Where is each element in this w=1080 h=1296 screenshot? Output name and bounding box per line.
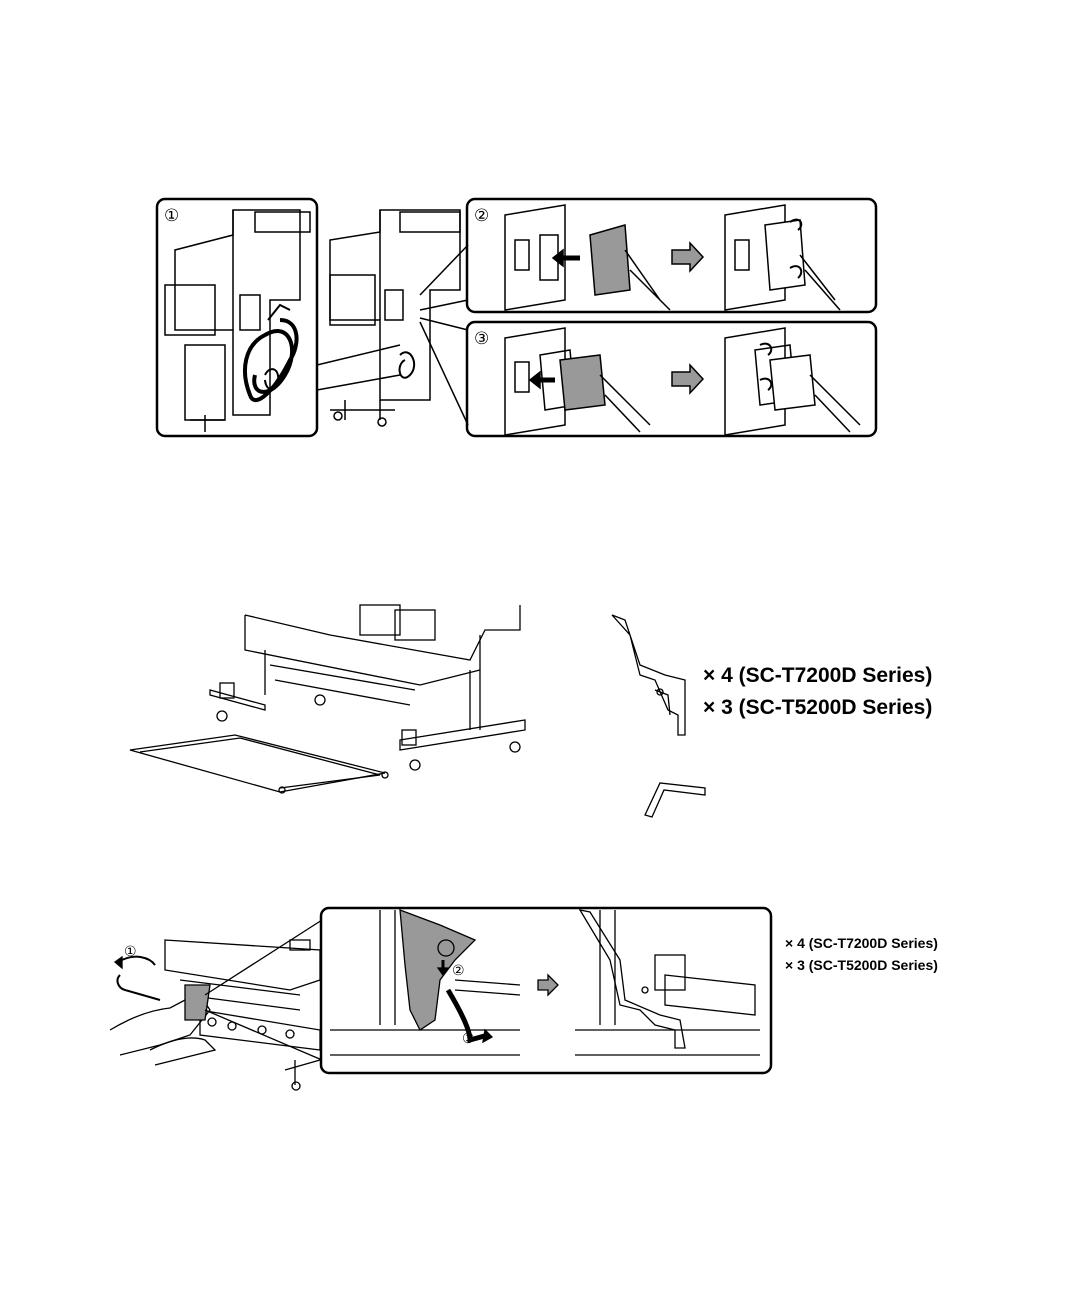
quantity-t5200d: × 3 (SC-T5200D Series) — [703, 696, 932, 720]
step-number-3: ③ — [474, 329, 489, 349]
quantity-t7200d: × 4 (SC-T7200D Series) — [785, 935, 938, 951]
step-number-1: ① — [124, 943, 137, 960]
step-number-3: ③ — [462, 1030, 475, 1047]
figure-cable-connection: ① ② ③ — [0, 0, 1080, 450]
cable-connection-illustration — [0, 0, 1080, 450]
step-number-1: ① — [164, 206, 179, 226]
quantity-t7200d: × 4 (SC-T7200D Series) — [703, 664, 932, 688]
bracket-attachment-illustration — [0, 900, 1080, 1100]
step-number-2: ② — [474, 206, 489, 226]
figure-parts: × 4 (SC-T7200D Series) × 3 (SC-T5200D Se… — [0, 590, 1080, 830]
quantity-t5200d: × 3 (SC-T5200D Series) — [785, 957, 938, 973]
step-number-2: ② — [452, 962, 465, 979]
figure-bracket-attachment: ① ② ③ × 4 (SC-T7200D Series) × 3 (SC-T52… — [0, 900, 1080, 1100]
